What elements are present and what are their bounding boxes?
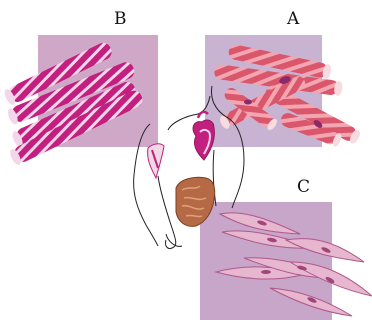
skeletal-muscle-fibers bbox=[3, 40, 145, 166]
arm-muscle-icon bbox=[148, 144, 164, 178]
label-a: A bbox=[287, 9, 299, 29]
intestine-icon bbox=[176, 177, 215, 226]
smooth-muscle-cells bbox=[216, 213, 372, 316]
label-b: B bbox=[114, 9, 127, 29]
cardiac-muscle-fibers bbox=[213, 43, 362, 147]
label-c: C bbox=[297, 177, 310, 197]
heart-icon bbox=[193, 112, 214, 160]
